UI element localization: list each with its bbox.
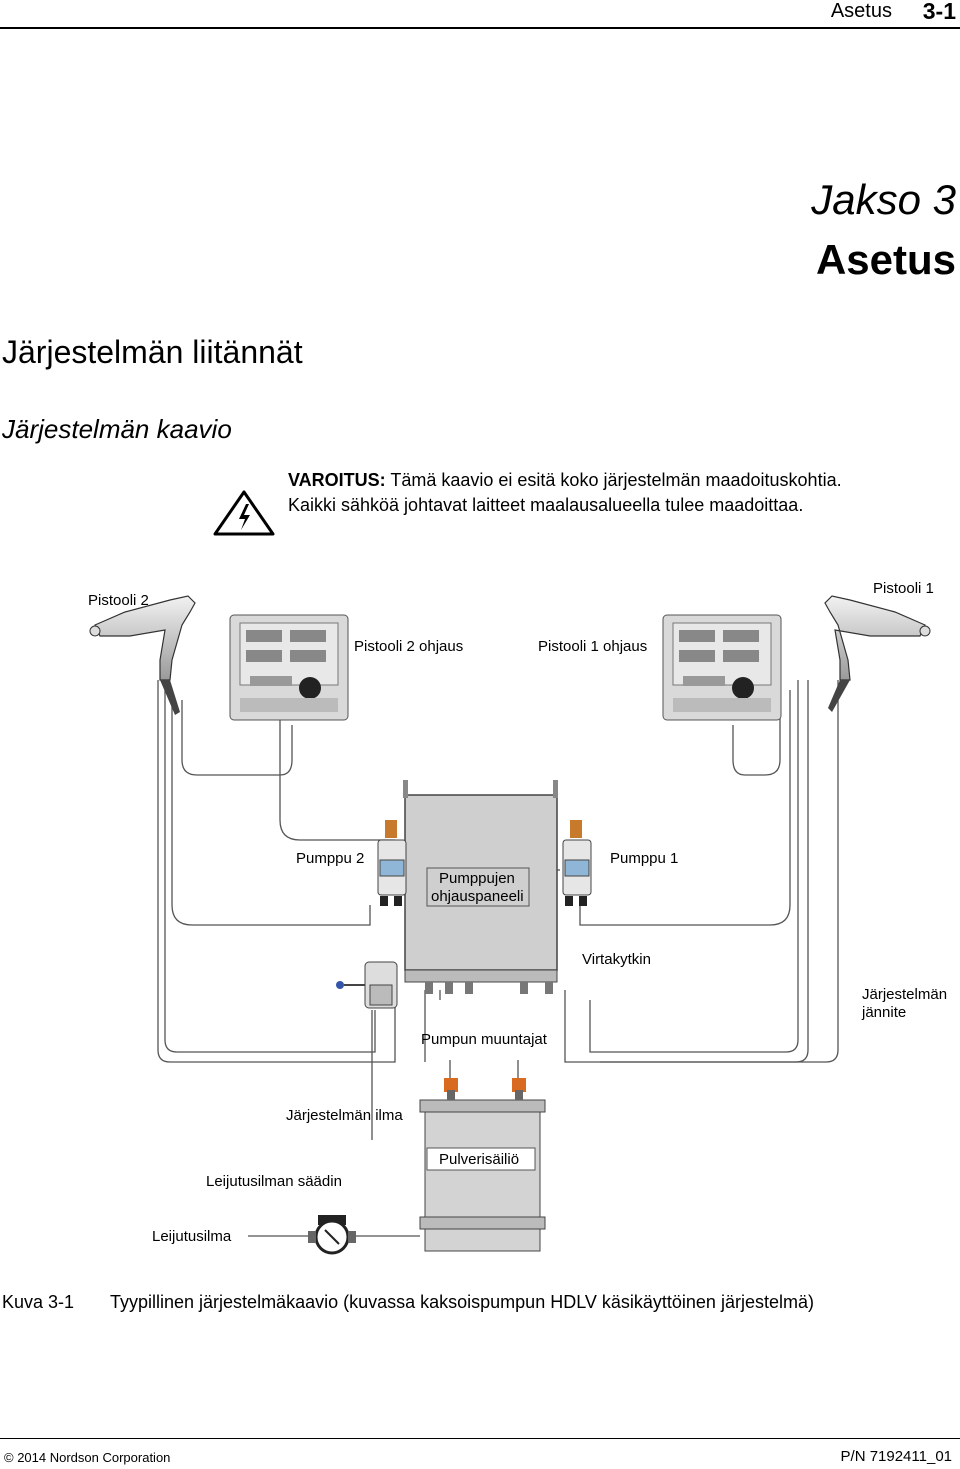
label-pump-1: Pumppu 1 (610, 850, 678, 867)
header-section-name: Asetus (830, 0, 892, 22)
footer-rule (0, 1438, 960, 1439)
pump-2 (377, 820, 407, 906)
figure-caption: Tyypillinen järjestelmäkaavio (kuvassa k… (110, 1292, 814, 1312)
electrical-hazard-icon (213, 490, 275, 536)
spray-gun-1 (824, 595, 931, 712)
label-hopper: Pulverisäiliö (439, 1151, 519, 1168)
pump-control-panel (403, 780, 558, 994)
chapter-number: Jakso 3 (811, 176, 956, 223)
label-fluidizing-air: Leijutusilma (152, 1228, 232, 1245)
system-diagram: Pistooli 2 Pistooli 1 Pistooli 2 ohjaus … (88, 580, 947, 1255)
warning-line-2: Kaikki sähköä johtavat laitteet maalausa… (288, 495, 804, 515)
gun-2-controller (229, 614, 349, 721)
label-system-voltage-line-1: Järjestelmän (862, 986, 947, 1003)
pump-panel-label-box (426, 867, 530, 907)
fluidizing-air-regulator (308, 1215, 356, 1255)
label-gun-1: Pistooli 1 (873, 580, 934, 597)
footer-copyright: © 2014 Nordson Corporation (4, 1450, 171, 1465)
subsection-title: Järjestelmän kaavio (2, 414, 232, 444)
label-gun-2-control: Pistooli 2 ohjaus (354, 638, 463, 655)
header-rule (0, 27, 960, 29)
footer-part-number: P/N 7192411_01 (840, 1448, 952, 1465)
figure-number: Kuva 3-1 (2, 1292, 75, 1312)
label-fluidizing-regulator: Leijutusilman säädin (206, 1173, 342, 1190)
label-pump-panel-line-2: ohjauspaneeli (431, 888, 524, 905)
label-system-air: Järjestelmän ilma (286, 1107, 403, 1124)
label-pump-panel-line-1: Pumppujen (439, 870, 515, 887)
gun-1-controller (662, 614, 782, 721)
label-gun-1-control: Pistooli 1 ohjaus (538, 638, 647, 655)
system-air-filter (336, 961, 398, 1009)
label-power-switch: Virtakytkin (582, 951, 651, 968)
connection-cables (157, 680, 839, 1237)
label-pump-2: Pumppu 2 (296, 850, 364, 867)
hopper-label-box (426, 1147, 536, 1171)
warning-line-1: Tämä kaavio ei esitä koko järjestelmän m… (390, 470, 842, 490)
warning-label: VAROITUS: (288, 470, 386, 490)
warning-text: VAROITUS: Tämä kaavio ei esitä koko järj… (288, 468, 928, 518)
spray-gun-2 (89, 595, 196, 715)
chapter-title: Asetus (815, 236, 956, 283)
label-gun-2: Pistooli 2 (88, 592, 149, 609)
label-pump-transducers: Pumpun muuntajat (421, 1031, 548, 1048)
header-page-number: 3-1 (922, 0, 956, 24)
pump-1 (562, 820, 592, 906)
label-system-voltage-line-2: jännite (861, 1004, 906, 1021)
section-title: Järjestelmän liitännät (2, 334, 303, 370)
